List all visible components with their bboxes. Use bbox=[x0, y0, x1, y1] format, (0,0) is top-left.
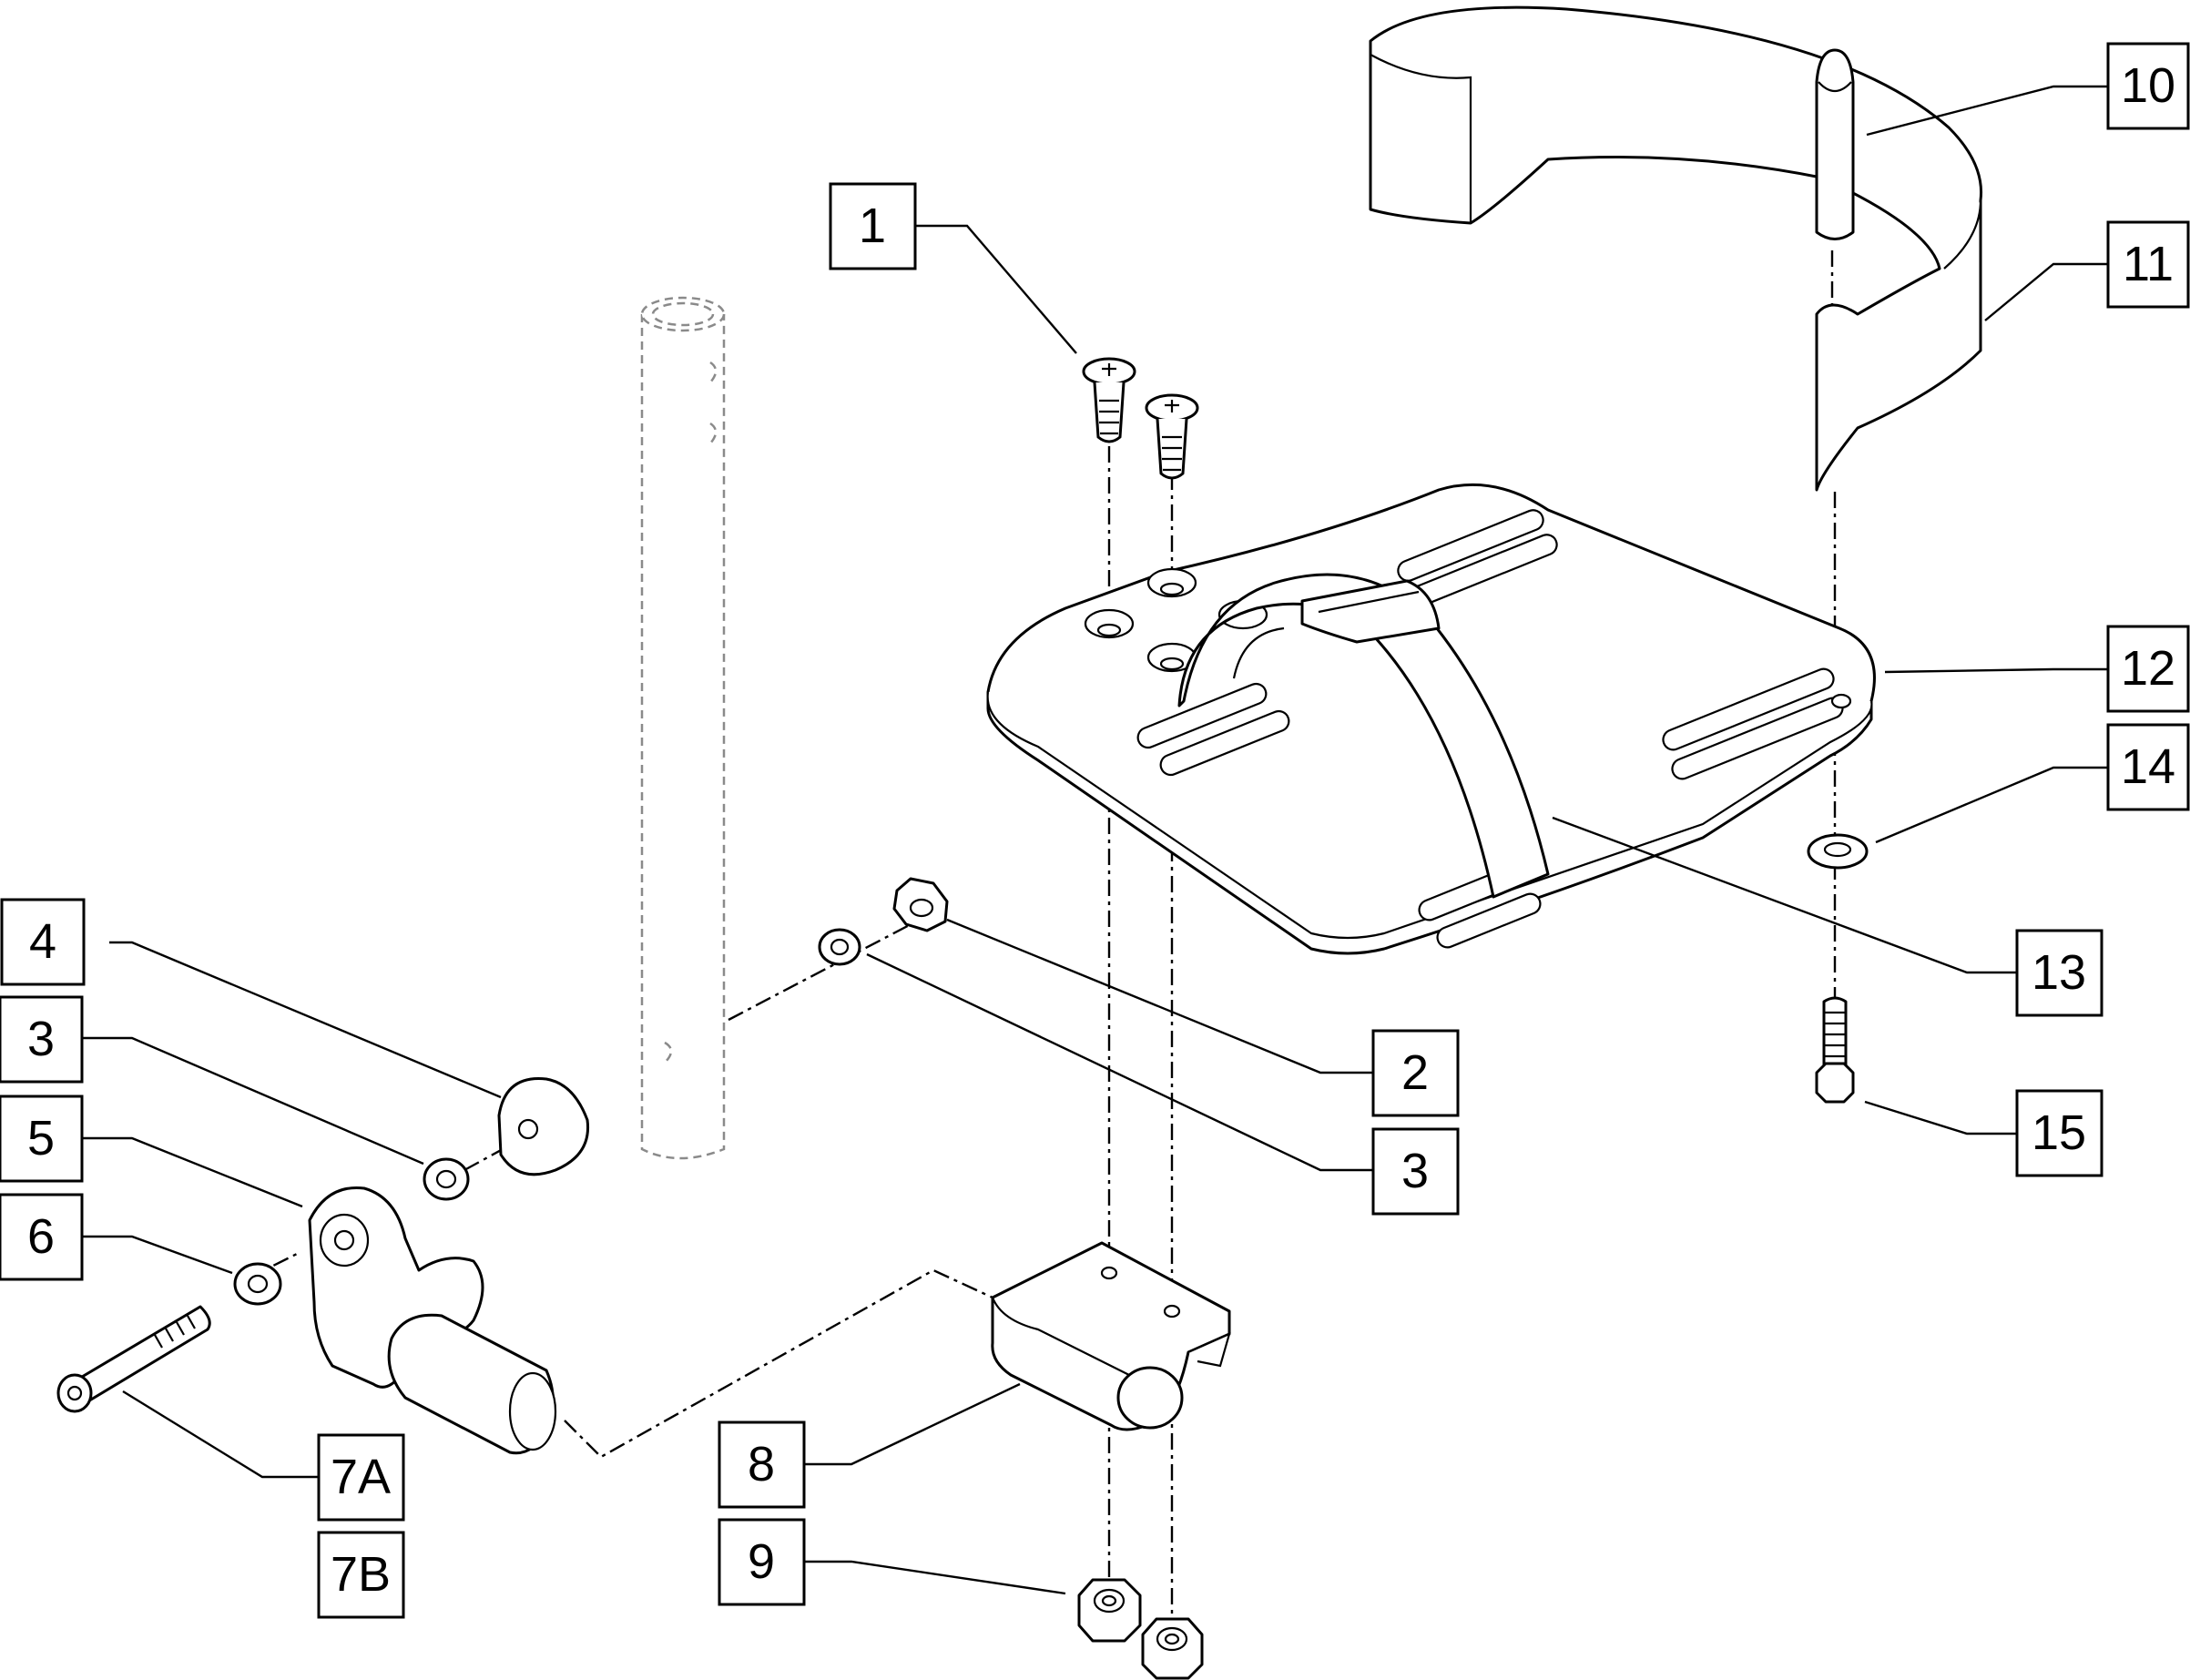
callout-12: 12 bbox=[2106, 625, 2190, 713]
frame-tube-ghost bbox=[640, 296, 726, 1160]
strap-pin bbox=[1815, 48, 1855, 240]
callout-7a-label: 7A bbox=[331, 1450, 391, 1504]
callout-10-label: 10 bbox=[2121, 58, 2175, 113]
callout-1: 1 bbox=[829, 182, 917, 270]
callout-10: 10 bbox=[2106, 42, 2190, 130]
callout-2-label: 2 bbox=[1401, 1045, 1429, 1100]
callout-3-right-label: 3 bbox=[1401, 1144, 1429, 1198]
callout-1-label: 1 bbox=[859, 199, 886, 253]
callout-9-label: 9 bbox=[748, 1534, 775, 1589]
callout-13-label: 13 bbox=[2032, 945, 2086, 1000]
callout-15: 15 bbox=[2015, 1089, 2103, 1177]
leader-lines bbox=[80, 85, 2108, 1595]
callout-6: 6 bbox=[0, 1193, 84, 1281]
lock-nut-2 bbox=[892, 877, 949, 932]
hex-bolt-15 bbox=[1815, 996, 1855, 1104]
heel-strap bbox=[1369, 5, 1983, 492]
callout-6-label: 6 bbox=[27, 1209, 55, 1264]
callout-14: 14 bbox=[2106, 723, 2190, 811]
toe-strap bbox=[1177, 573, 1550, 899]
callout-13: 13 bbox=[2015, 929, 2103, 1017]
callout-11: 11 bbox=[2106, 220, 2190, 309]
callout-14-label: 14 bbox=[2121, 739, 2175, 794]
callout-3-left: 3 bbox=[0, 995, 84, 1084]
callout-5-label: 5 bbox=[27, 1111, 55, 1166]
callout-4: 4 bbox=[0, 898, 86, 986]
washer-3-left bbox=[423, 1157, 470, 1201]
callout-3-left-label: 3 bbox=[27, 1012, 55, 1066]
footplate-slots bbox=[1136, 509, 1844, 949]
hanger-bracket bbox=[308, 1186, 557, 1455]
washer-3-right bbox=[818, 928, 861, 966]
callout-4-label: 4 bbox=[29, 914, 56, 969]
lock-nuts-9 bbox=[1077, 1578, 1204, 1680]
callout-7b: 7B bbox=[317, 1531, 405, 1619]
callout-9: 9 bbox=[718, 1518, 806, 1606]
callout-7b-label: 7B bbox=[331, 1547, 391, 1602]
callout-2: 2 bbox=[1371, 1029, 1460, 1117]
washer-6 bbox=[233, 1262, 282, 1306]
callout-8-label: 8 bbox=[748, 1437, 775, 1492]
callout-3-right: 3 bbox=[1371, 1127, 1460, 1216]
callout-5: 5 bbox=[0, 1095, 84, 1183]
callout-7a: 7A bbox=[317, 1433, 405, 1522]
cam-spacer bbox=[497, 1077, 590, 1176]
flat-head-screws bbox=[1082, 357, 1199, 480]
callout-8: 8 bbox=[718, 1420, 806, 1509]
callout-12-label: 12 bbox=[2121, 641, 2175, 696]
washer-14 bbox=[1807, 833, 1869, 870]
bolt-7 bbox=[56, 1305, 211, 1413]
callout-15-label: 15 bbox=[2032, 1105, 2086, 1160]
callout-11-label: 11 bbox=[2123, 237, 2174, 291]
footplate-clamp bbox=[991, 1241, 1231, 1431]
